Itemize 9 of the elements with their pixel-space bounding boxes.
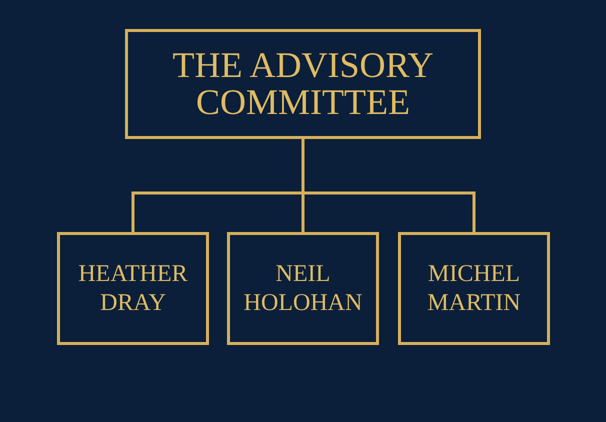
member-name: MICHEL MARTIN	[426, 260, 522, 318]
committee-box	[125, 29, 481, 139]
member-name: NEIL HOLOHAN	[242, 260, 364, 318]
committee-title: THE ADVISORY COMMITTEE	[171, 46, 435, 122]
member-box	[398, 232, 550, 345]
member-name: HEATHER DRAY	[77, 260, 189, 318]
member-box	[227, 232, 379, 345]
connector-line	[302, 139, 476, 232]
member-box	[57, 232, 209, 345]
